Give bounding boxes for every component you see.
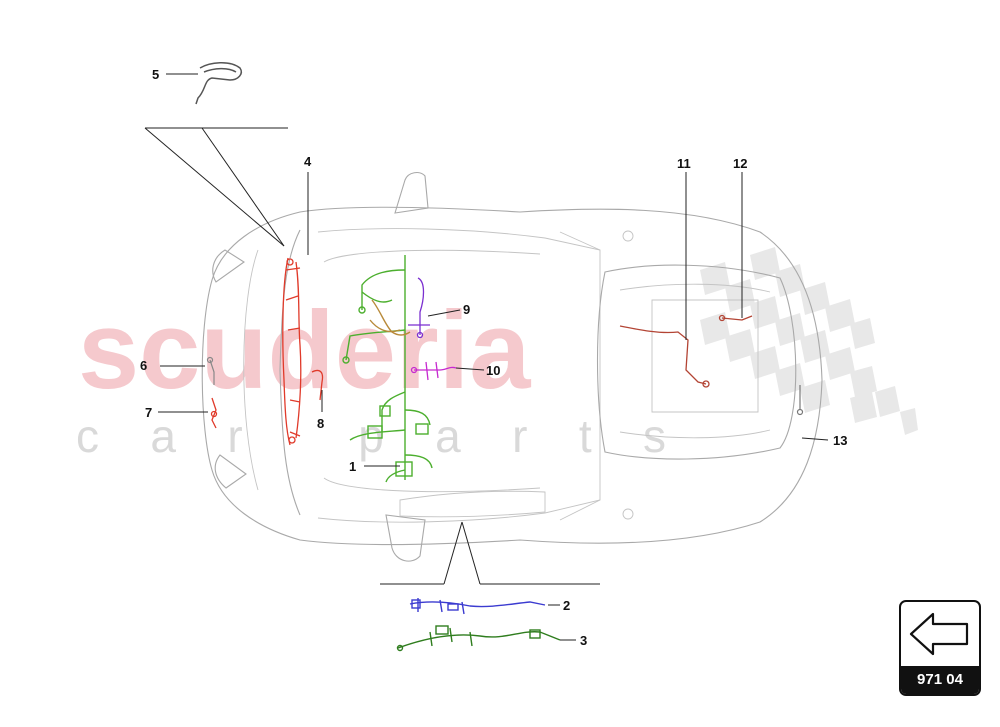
callout-13: 13 [833,433,847,448]
callout-6: 6 [140,358,147,373]
callout-5: 5 [152,67,159,82]
callout-1: 1 [349,459,356,474]
callout-12: 12 [733,156,747,171]
callout-8: 8 [317,416,324,431]
harness-11 [619,325,710,388]
callout-11: 11 [677,156,691,171]
harness-10 [410,361,457,381]
harness-12 [718,314,753,322]
harness-3 [396,625,561,652]
arrow-left-icon [909,612,969,656]
callout-10: 10 [486,363,500,378]
watermark-sub: car parts [76,410,666,462]
watermark-brand: scuderia [78,289,531,412]
harness-8 [311,369,324,401]
checkered-flag-watermark [700,247,918,435]
callout-3: 3 [580,633,587,648]
diagram-code-label: 971 04 [901,666,979,694]
harness-13 [796,385,804,416]
back-navigation-button[interactable]: 971 04 [899,600,981,696]
harness-9 [408,277,430,339]
harness-2 [409,598,546,615]
callout-labels: 5 4 6 7 8 1 9 10 11 12 13 2 3 [140,67,847,648]
harness-4 [282,257,302,446]
harness-9-tan [369,299,411,336]
harness-7 [210,397,218,429]
harness-5 [195,62,242,105]
leader-lines [144,73,829,641]
callout-2: 2 [563,598,570,613]
car-outline [201,171,823,562]
harness-1 [342,255,433,483]
harness-6 [206,356,215,385]
callout-7: 7 [145,405,152,420]
callout-4: 4 [304,154,312,169]
callout-9: 9 [463,302,470,317]
